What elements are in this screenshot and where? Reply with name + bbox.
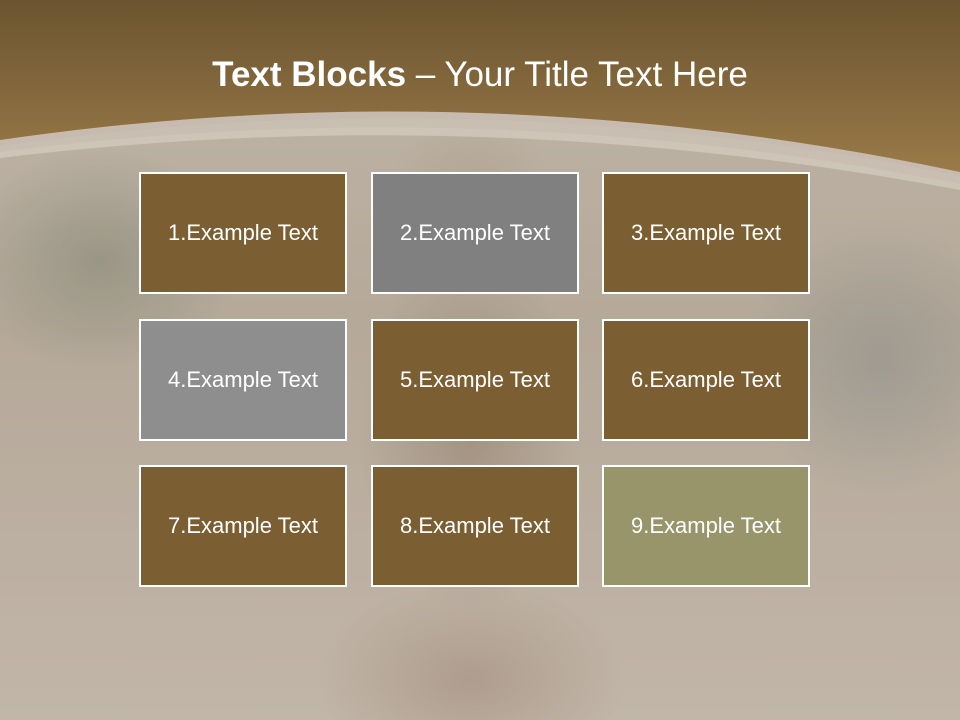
header-band — [0, 0, 960, 190]
text-block-label: 8.Example Text — [399, 513, 550, 538]
text-block-4[interactable]: 4.Example Text — [139, 319, 347, 441]
text-block-8[interactable]: 8.Example Text — [371, 465, 579, 587]
slide-title: Text Blocks – Your Title Text Here — [0, 52, 960, 98]
title-regular: Your Title Text Here — [444, 55, 748, 94]
text-block-label: 7.Example Text — [167, 513, 318, 538]
text-block-3[interactable]: 3.Example Text — [602, 172, 810, 294]
text-block-1[interactable]: 1.Example Text — [139, 172, 347, 294]
header-arc-highlight — [0, 118, 960, 190]
text-block-label: 4.Example Text — [167, 367, 318, 392]
text-block-label: 6.Example Text — [630, 367, 781, 392]
header-arc-band — [0, 111, 960, 184]
text-block-2[interactable]: 2.Example Text — [371, 172, 579, 294]
text-block-label: 1.Example Text — [167, 220, 318, 245]
text-block-7[interactable]: 7.Example Text — [139, 465, 347, 587]
title-separator: – — [406, 55, 445, 94]
text-block-label: 3.Example Text — [630, 220, 781, 245]
header-brown-shape — [0, 0, 960, 172]
text-block-label: 9.Example Text — [630, 513, 781, 538]
text-block-label: 2.Example Text — [399, 220, 550, 245]
text-block-5[interactable]: 5.Example Text — [371, 319, 579, 441]
text-block-9[interactable]: 9.Example Text — [602, 465, 810, 587]
title-bold: Text Blocks — [212, 55, 407, 94]
text-block-6[interactable]: 6.Example Text — [602, 319, 810, 441]
text-block-label: 5.Example Text — [399, 367, 550, 392]
